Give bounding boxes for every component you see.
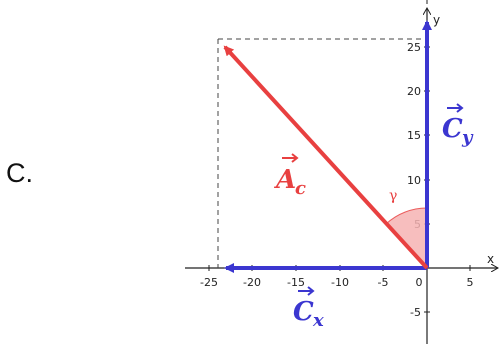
y-tick-label: -5 <box>410 306 421 319</box>
vector-a-overarrow <box>282 153 299 163</box>
vector-cx-label: C x <box>293 286 324 331</box>
vector-a-label: A c <box>273 153 306 199</box>
vector-a-arrow <box>223 45 429 270</box>
angle-gamma-label: γ <box>389 188 397 204</box>
vector-cx-letter: C <box>293 297 314 327</box>
vector-cy-overarrow <box>447 103 464 113</box>
vector-cx-overarrow <box>298 286 315 296</box>
x-tick-label: -25 <box>200 276 218 289</box>
x-tick-label: 5 <box>467 276 474 289</box>
x-tick-label: 0 <box>416 276 423 289</box>
x-axis-label: x <box>487 252 494 266</box>
x-tick-label: -20 <box>243 276 261 289</box>
vector-a-letter: A <box>273 165 296 195</box>
y-tick-label: 10 <box>407 174 421 187</box>
y-tick-label: 15 <box>407 129 421 142</box>
vector-cy-label: C y <box>442 103 474 148</box>
x-tick-label: -15 <box>287 276 305 289</box>
y-tick-label: 25 <box>407 41 421 54</box>
y-axis-label: y <box>433 13 440 27</box>
x-tick-label: -10 <box>331 276 349 289</box>
vector-cy-letter: C <box>442 114 463 144</box>
option-label: C. <box>6 158 33 188</box>
y-tick-label: 20 <box>407 85 421 98</box>
vector-cx-subscript: x <box>312 310 324 331</box>
vector-cy-subscript: y <box>461 127 474 148</box>
vector-a-subscript: c <box>295 178 306 199</box>
x-tick-label: -5 <box>378 276 389 289</box>
